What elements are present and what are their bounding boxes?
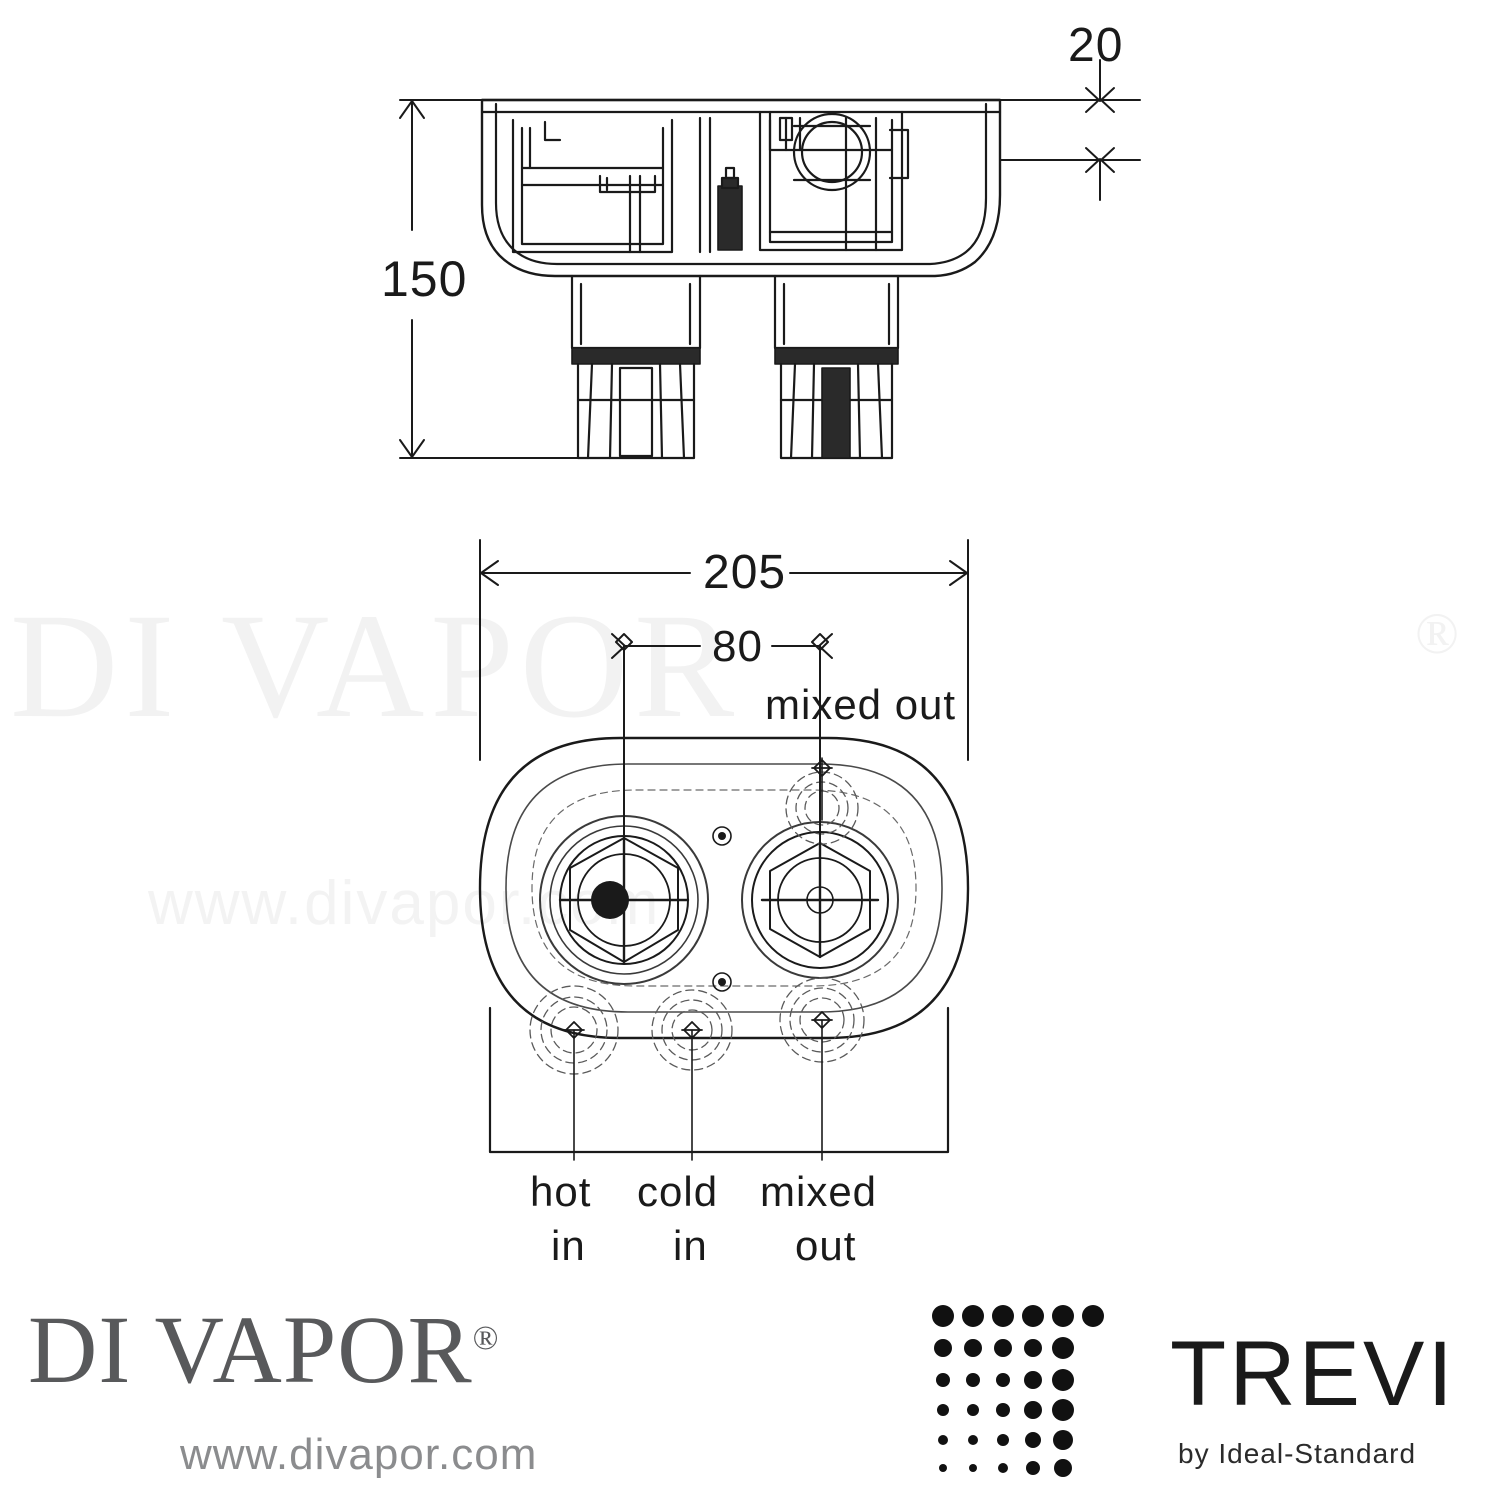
trevi-logo-text: TREVI <box>1170 1323 1456 1425</box>
dimension-80 <box>611 633 833 901</box>
dimension-label-80: 80 <box>712 622 763 671</box>
divapor-logo-text: DI VAPOR <box>28 1296 473 1403</box>
port-label-mixed-out-line2: out <box>795 1222 857 1269</box>
divapor-website-url: www.divapor.com <box>180 1430 538 1479</box>
divapor-registered-mark: ® <box>472 1320 499 1357</box>
dimension-205 <box>479 539 969 761</box>
dimension-label-20: 20 <box>1068 19 1124 72</box>
side-view-group <box>480 98 1002 460</box>
port-label-cold-in-line1: cold <box>637 1168 719 1215</box>
dimension-150 <box>399 99 579 459</box>
dimension-label-150: 150 <box>381 251 468 307</box>
technical-drawing <box>399 59 1141 1161</box>
footer-branding: DI VAPOR® www.divapor.com <box>0 1290 1500 1500</box>
trevi-logo-subtitle: by Ideal-Standard <box>1178 1438 1417 1469</box>
dimension-label-205: 205 <box>703 546 787 599</box>
dimension-20 <box>999 59 1141 201</box>
trevi-dot-grid-icon <box>932 1305 1104 1477</box>
port-label-cold-in-line2: in <box>673 1222 708 1269</box>
trevi-logo: TREVI by Ideal-Standard <box>925 1290 1485 1490</box>
front-view-group <box>478 736 970 1161</box>
port-label-mixed-out-line1: mixed <box>760 1168 878 1215</box>
port-label-mixed-out-top: mixed out <box>765 681 957 728</box>
divapor-logo: DI VAPOR® <box>28 1294 498 1405</box>
port-label-hot-in-line2: in <box>551 1222 586 1269</box>
port-label-hot-in-line1: hot <box>530 1168 592 1215</box>
